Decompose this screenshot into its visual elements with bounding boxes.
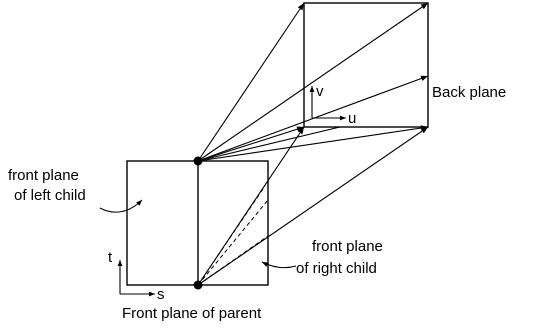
- right-child-label-line2: of right child: [296, 260, 377, 277]
- t-axis-label: t: [108, 249, 113, 266]
- ray-solid-2: [197, 2, 429, 162]
- ray-solid-6: [197, 126, 341, 162]
- ray-solid-1: [197, 2, 305, 162]
- left-child-label-line2: of left child: [14, 187, 86, 204]
- v-axis-label: v: [316, 83, 324, 100]
- top-sample-point: [193, 156, 203, 166]
- front-plane-axes: [117, 260, 155, 297]
- back-plane-axes: [309, 86, 346, 121]
- front-parent-label: Front plane of parent: [122, 305, 262, 322]
- u-axis-label: u: [348, 110, 356, 127]
- ray-solid-4: [197, 126, 305, 162]
- s-axis-label: s: [157, 286, 165, 303]
- ray-solid-8: [197, 126, 429, 286]
- back-plane-rect: [303, 2, 429, 128]
- ray-solid-5: [197, 125, 429, 162]
- ray-dashed-3: [197, 235, 269, 286]
- ray-dashed-1: [197, 185, 266, 286]
- dashed-rays: [197, 185, 269, 286]
- right-child-leader: [261, 261, 297, 269]
- back-plane-label: Back plane: [432, 84, 506, 101]
- right-child-label-line1: front plane: [312, 238, 383, 255]
- left-child-label-line1: front plane: [8, 167, 79, 184]
- bottom-sample-point: [193, 280, 203, 290]
- left-child-leader: [99, 199, 143, 213]
- ray-dashed-2: [197, 199, 269, 286]
